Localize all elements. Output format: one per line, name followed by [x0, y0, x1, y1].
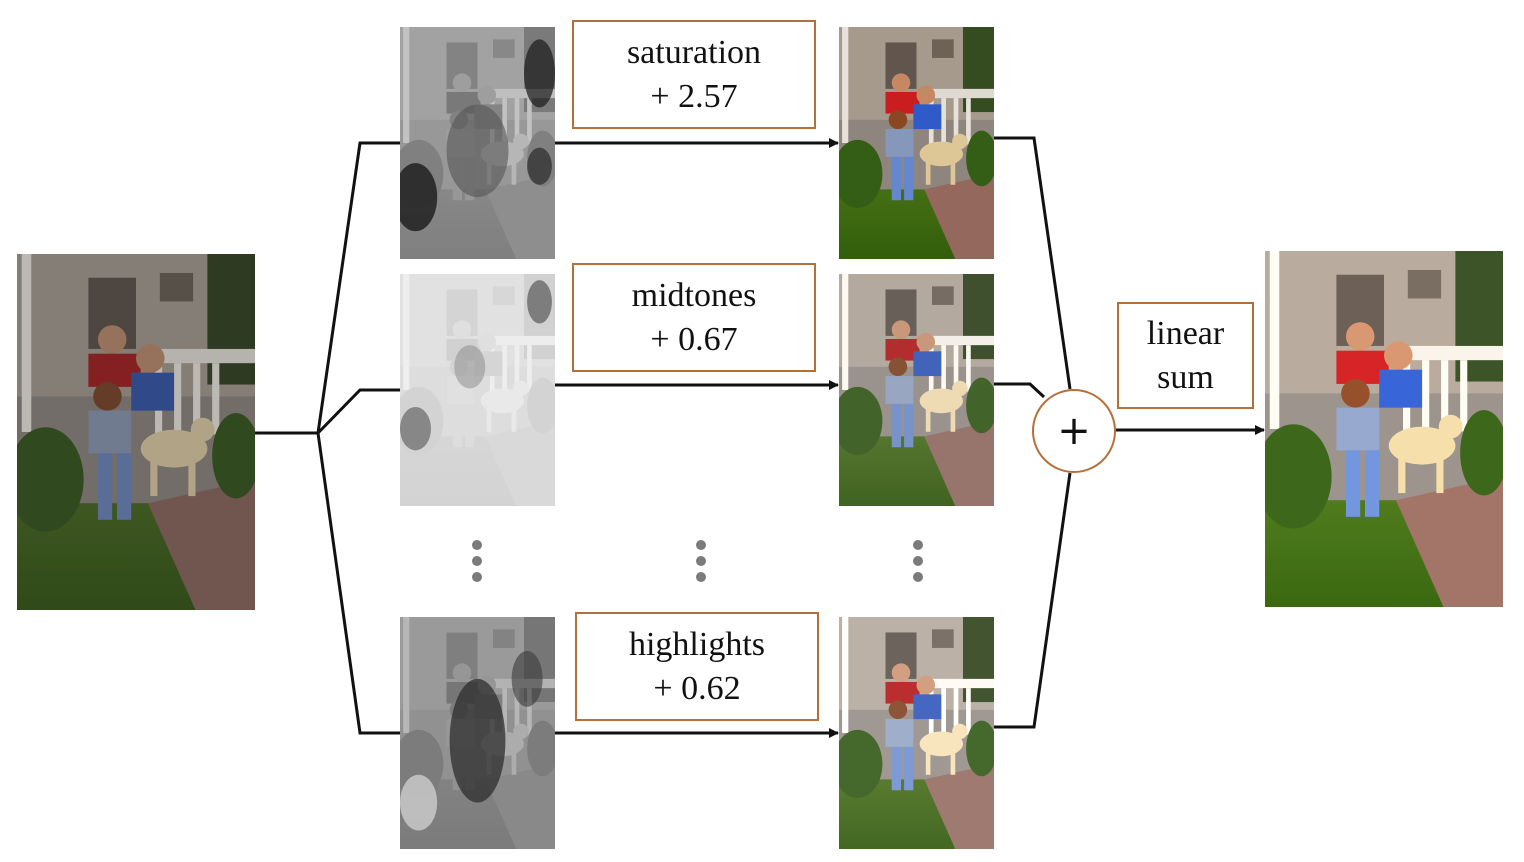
merge-saturation-connector	[994, 136, 1072, 390]
branch-midtones-connector	[316, 388, 400, 435]
merge-highlights-connector	[994, 472, 1072, 729]
ellipsis-dot	[913, 540, 923, 550]
enhanced-photo-icon	[839, 617, 994, 849]
mask-highlights	[400, 617, 555, 849]
output-photo	[1265, 251, 1503, 607]
ellipsis-dot	[696, 556, 706, 566]
adjustment-value: + 0.62	[653, 669, 741, 707]
ellipsis-adjusted	[912, 540, 924, 582]
ellipsis-dot	[472, 572, 482, 582]
adjustment-value: + 0.67	[650, 320, 738, 358]
adjustment-label-saturation: saturation + 2.57	[572, 20, 816, 129]
ellipsis-dot	[472, 556, 482, 566]
adjustment-name: midtones	[631, 276, 757, 314]
grayscale-mask-icon	[400, 617, 555, 849]
ellipsis-masks	[471, 540, 483, 582]
combine-label: linear sum	[1117, 302, 1254, 409]
ellipsis-dot	[913, 556, 923, 566]
grayscale-mask-icon	[400, 274, 555, 506]
enhanced-photo-icon	[839, 27, 994, 259]
branch-highlights-connector	[316, 432, 400, 735]
combine-label-line2: sum	[1157, 358, 1214, 396]
adjustment-name: highlights	[628, 625, 766, 663]
ellipsis-dot	[472, 540, 482, 550]
enhanced-photo-icon	[1265, 251, 1503, 607]
ellipsis-dot	[913, 572, 923, 582]
plus-icon: +	[1057, 408, 1091, 454]
adjustment-label-midtones: midtones + 0.67	[572, 263, 816, 372]
adjustment-value: + 2.57	[650, 77, 738, 115]
family-porch-photo-icon	[17, 254, 255, 610]
ellipsis-dot	[696, 572, 706, 582]
merge-midtones-connector	[994, 382, 1046, 399]
mask-midtones	[400, 274, 555, 506]
adjusted-photo-midtones	[839, 274, 994, 506]
adjusted-photo-saturation	[839, 27, 994, 259]
adjustment-label-highlights: highlights + 0.62	[575, 612, 819, 721]
adjusted-photo-highlights	[839, 617, 994, 849]
combine-label-line1: linear	[1146, 314, 1225, 352]
mask-saturation	[400, 27, 555, 259]
enhanced-photo-icon	[839, 274, 994, 506]
grayscale-mask-icon	[400, 27, 555, 259]
branch-saturation-connector	[316, 141, 400, 434]
adjustment-name: saturation	[626, 33, 762, 71]
sum-node: +	[1032, 389, 1116, 473]
ellipsis-dot	[696, 540, 706, 550]
input-photo	[17, 254, 255, 610]
ellipsis-labels	[695, 540, 707, 582]
